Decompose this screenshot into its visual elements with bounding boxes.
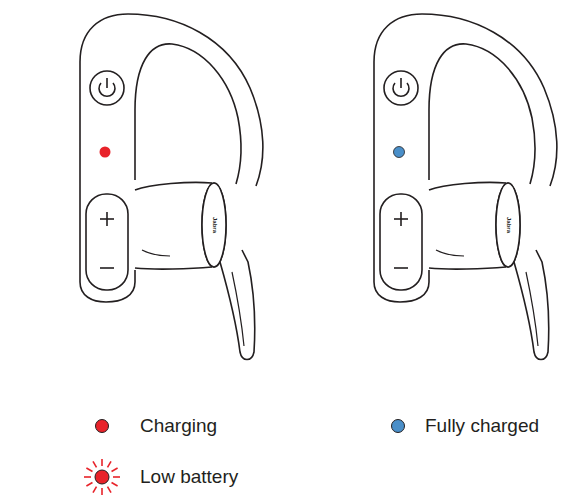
logo-text: Jabra bbox=[505, 217, 512, 233]
legend-swatch bbox=[95, 419, 109, 433]
legend-swatch bbox=[391, 419, 405, 433]
led-blue bbox=[394, 147, 405, 158]
logo-text: Jabra bbox=[211, 217, 218, 233]
led-red bbox=[100, 147, 111, 158]
legend-text: Low battery bbox=[140, 466, 238, 488]
blinking-led-symbol bbox=[82, 457, 122, 497]
legend-text: Charging bbox=[140, 415, 217, 437]
legend-text: Fully charged bbox=[425, 415, 539, 437]
